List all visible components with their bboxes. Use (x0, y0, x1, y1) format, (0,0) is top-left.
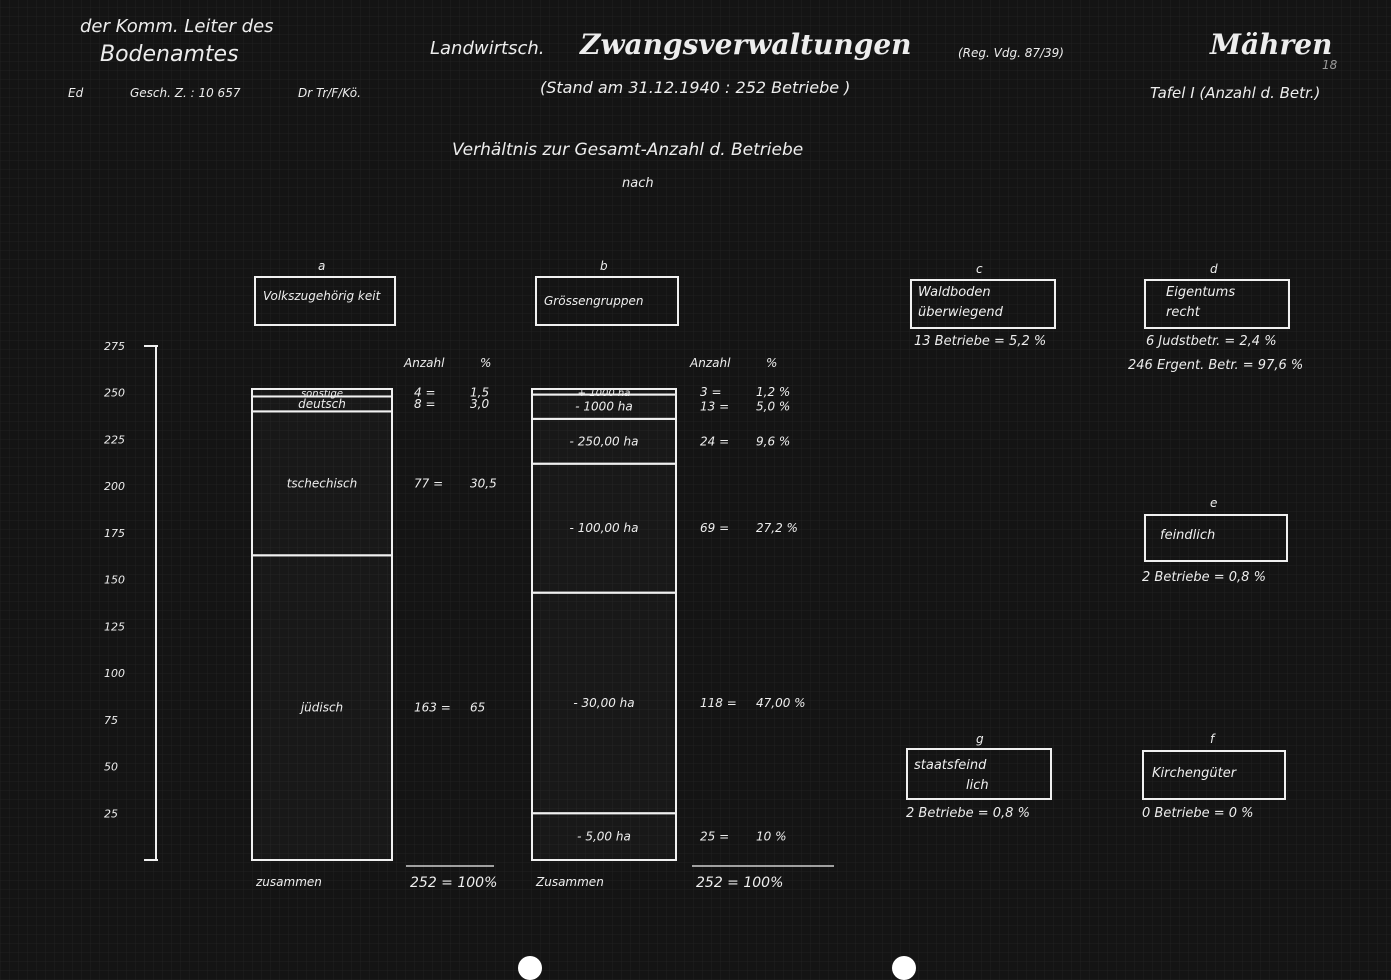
box-d-letter: d (1210, 262, 1218, 276)
box-g-letter: g (976, 732, 984, 746)
header-title-ref: (Reg. Vdg. 87/39) (958, 46, 1064, 60)
chart-b-letter: b (600, 259, 608, 273)
chart-a-segment-label: deutsch (298, 397, 346, 411)
punch-hole-left (518, 956, 542, 980)
chart-b-segment-label: - 100,00 ha (570, 521, 639, 535)
box-g-title2: lich (966, 778, 989, 793)
chart-b-pct: 27,2 % (756, 521, 798, 535)
chart-a-segment-label: sonstige (301, 389, 343, 400)
chart-a-count: 8 = (414, 397, 436, 411)
header-title-main: Zwangsverwaltungen (580, 28, 912, 61)
header-ref-right: Dr Tr/F/Kö. (298, 86, 361, 100)
y-tick-label: 275 (104, 340, 125, 353)
chart-a-pct: 65 (470, 701, 485, 715)
box-c-frame (910, 279, 1056, 329)
header-corner-mark: 18 (1322, 58, 1338, 72)
box-d-title1: Eigentums (1166, 285, 1236, 300)
box-c-title2: überwiegend (918, 305, 1003, 320)
chart-b-segment-label: + 1000 ha (578, 388, 631, 399)
box-c-letter: c (976, 262, 983, 276)
y-tick-label: 25 (104, 807, 118, 820)
y-tick-label: 150 (104, 574, 125, 587)
box-c-title1: Waldboden (918, 285, 991, 300)
chart-b-segment (531, 387, 677, 396)
chart-b-pct-header: % (766, 356, 777, 370)
box-d-title2: recht (1166, 305, 1200, 320)
chart-b-title: Grössengruppen (544, 294, 643, 308)
y-tick-label: 175 (104, 527, 125, 540)
chart-a-title-box (254, 276, 396, 326)
header-ref-left: Ed (68, 86, 84, 100)
chart-b-count: 118 = (700, 696, 737, 710)
box-e-title: feindlich (1160, 528, 1216, 543)
chart-a-pct: 3,0 (470, 397, 489, 411)
chart-a-count: 163 = (414, 701, 451, 715)
chart-a-total-label: zusammen (255, 875, 322, 889)
box-c-note: 13 Betriebe = 5,2 % (914, 334, 1047, 349)
chart-b-pct: 10 % (756, 830, 787, 844)
header-office-line2: Bodenamtes (100, 42, 239, 67)
chart-b-pct: 47,00 % (756, 696, 806, 710)
chart-b-count-header: Anzahl (689, 356, 731, 370)
chart-a-pct: 1,5 (470, 386, 489, 400)
chart-a-title: Volkszugehörig keit (263, 289, 382, 303)
chart-b-pct: 9,6 % (756, 434, 790, 448)
chart-a-count: 4 = (414, 386, 436, 400)
chart-b-count: 13 = (700, 400, 729, 414)
y-tick-label: 100 (104, 667, 125, 680)
chart-b-count: 3 = (700, 385, 722, 399)
chart-b-segment-label: - 1000 ha (575, 400, 632, 414)
box-d-frame (1144, 279, 1290, 329)
chart-b-pct: 5,0 % (756, 400, 790, 414)
y-tick-label: 125 (104, 620, 125, 633)
chart-a-total: 252 = 100% (410, 875, 497, 891)
box-f-title: Kirchengüter (1152, 766, 1237, 781)
box-e-note: 2 Betriebe = 0,8 % (1142, 570, 1266, 585)
chart-a-segment-label: tschechisch (287, 476, 358, 490)
chart-b-segment-label: - 5,00 ha (577, 830, 631, 844)
chart-b-total-label: Zusammen (535, 875, 604, 889)
chart-b-segment-label: - 30,00 ha (573, 696, 634, 710)
y-tick-label: 200 (104, 480, 125, 493)
y-tick-label: 250 (104, 387, 125, 400)
chart-b-total: 252 = 100% (696, 875, 783, 891)
chart-b-segment-label: - 250,00 ha (570, 434, 639, 448)
box-d-note2: 246 Ergent. Betr. = 97,6 % (1128, 358, 1304, 373)
header-title-prefix: Landwirtsch. (430, 38, 545, 59)
box-g-note: 2 Betriebe = 0,8 % (906, 806, 1030, 821)
box-f-frame (1142, 750, 1286, 800)
chart-a-count-header: Anzahl (403, 356, 445, 370)
box-f-letter: f (1210, 732, 1215, 746)
y-tick-label: 75 (104, 714, 118, 727)
box-g-title1: staatsfeind (914, 758, 987, 773)
chart-b-count: 69 = (700, 521, 729, 535)
box-g-frame (906, 748, 1052, 800)
chart-b-count: 25 = (700, 830, 729, 844)
chart-a-count: 77 = (414, 476, 443, 490)
box-e-frame (1144, 514, 1288, 562)
box-d-note1: 6 Judstbetr. = 2,4 % (1146, 334, 1277, 349)
chart-b-pct: 1,2 % (756, 385, 790, 399)
chart-a-pct: 30,5 (470, 476, 497, 490)
chart-a-segment (251, 387, 393, 398)
header-ref-mid: Gesch. Z. : 10 657 (130, 86, 241, 100)
chart-b-title-box (535, 276, 679, 326)
chart-a-segment-label: jüdisch (299, 701, 343, 715)
subtitle-line1: Verhältnis zur Gesamt-Anzahl d. Betriebe (452, 140, 804, 160)
y-tick-label: 50 (104, 761, 118, 774)
header-stand: (Stand am 31.12.1940 : 252 Betriebe ) (540, 78, 851, 97)
box-e-letter: e (1210, 496, 1218, 510)
y-tick-label: 225 (104, 433, 125, 446)
punch-hole-right (892, 956, 916, 980)
subtitle-line2: nach (622, 176, 654, 191)
header-region: Mähren (1210, 28, 1333, 61)
chart-a-pct-header: % (480, 356, 491, 370)
box-f-note: 0 Betriebe = 0 % (1142, 806, 1254, 821)
header-tafel: Tafel I (Anzahl d. Betr.) (1150, 84, 1321, 102)
chart-a-letter: a (318, 259, 325, 273)
chart-b-count: 24 = (700, 434, 729, 448)
header-office-line1: der Komm. Leiter des (80, 16, 274, 37)
